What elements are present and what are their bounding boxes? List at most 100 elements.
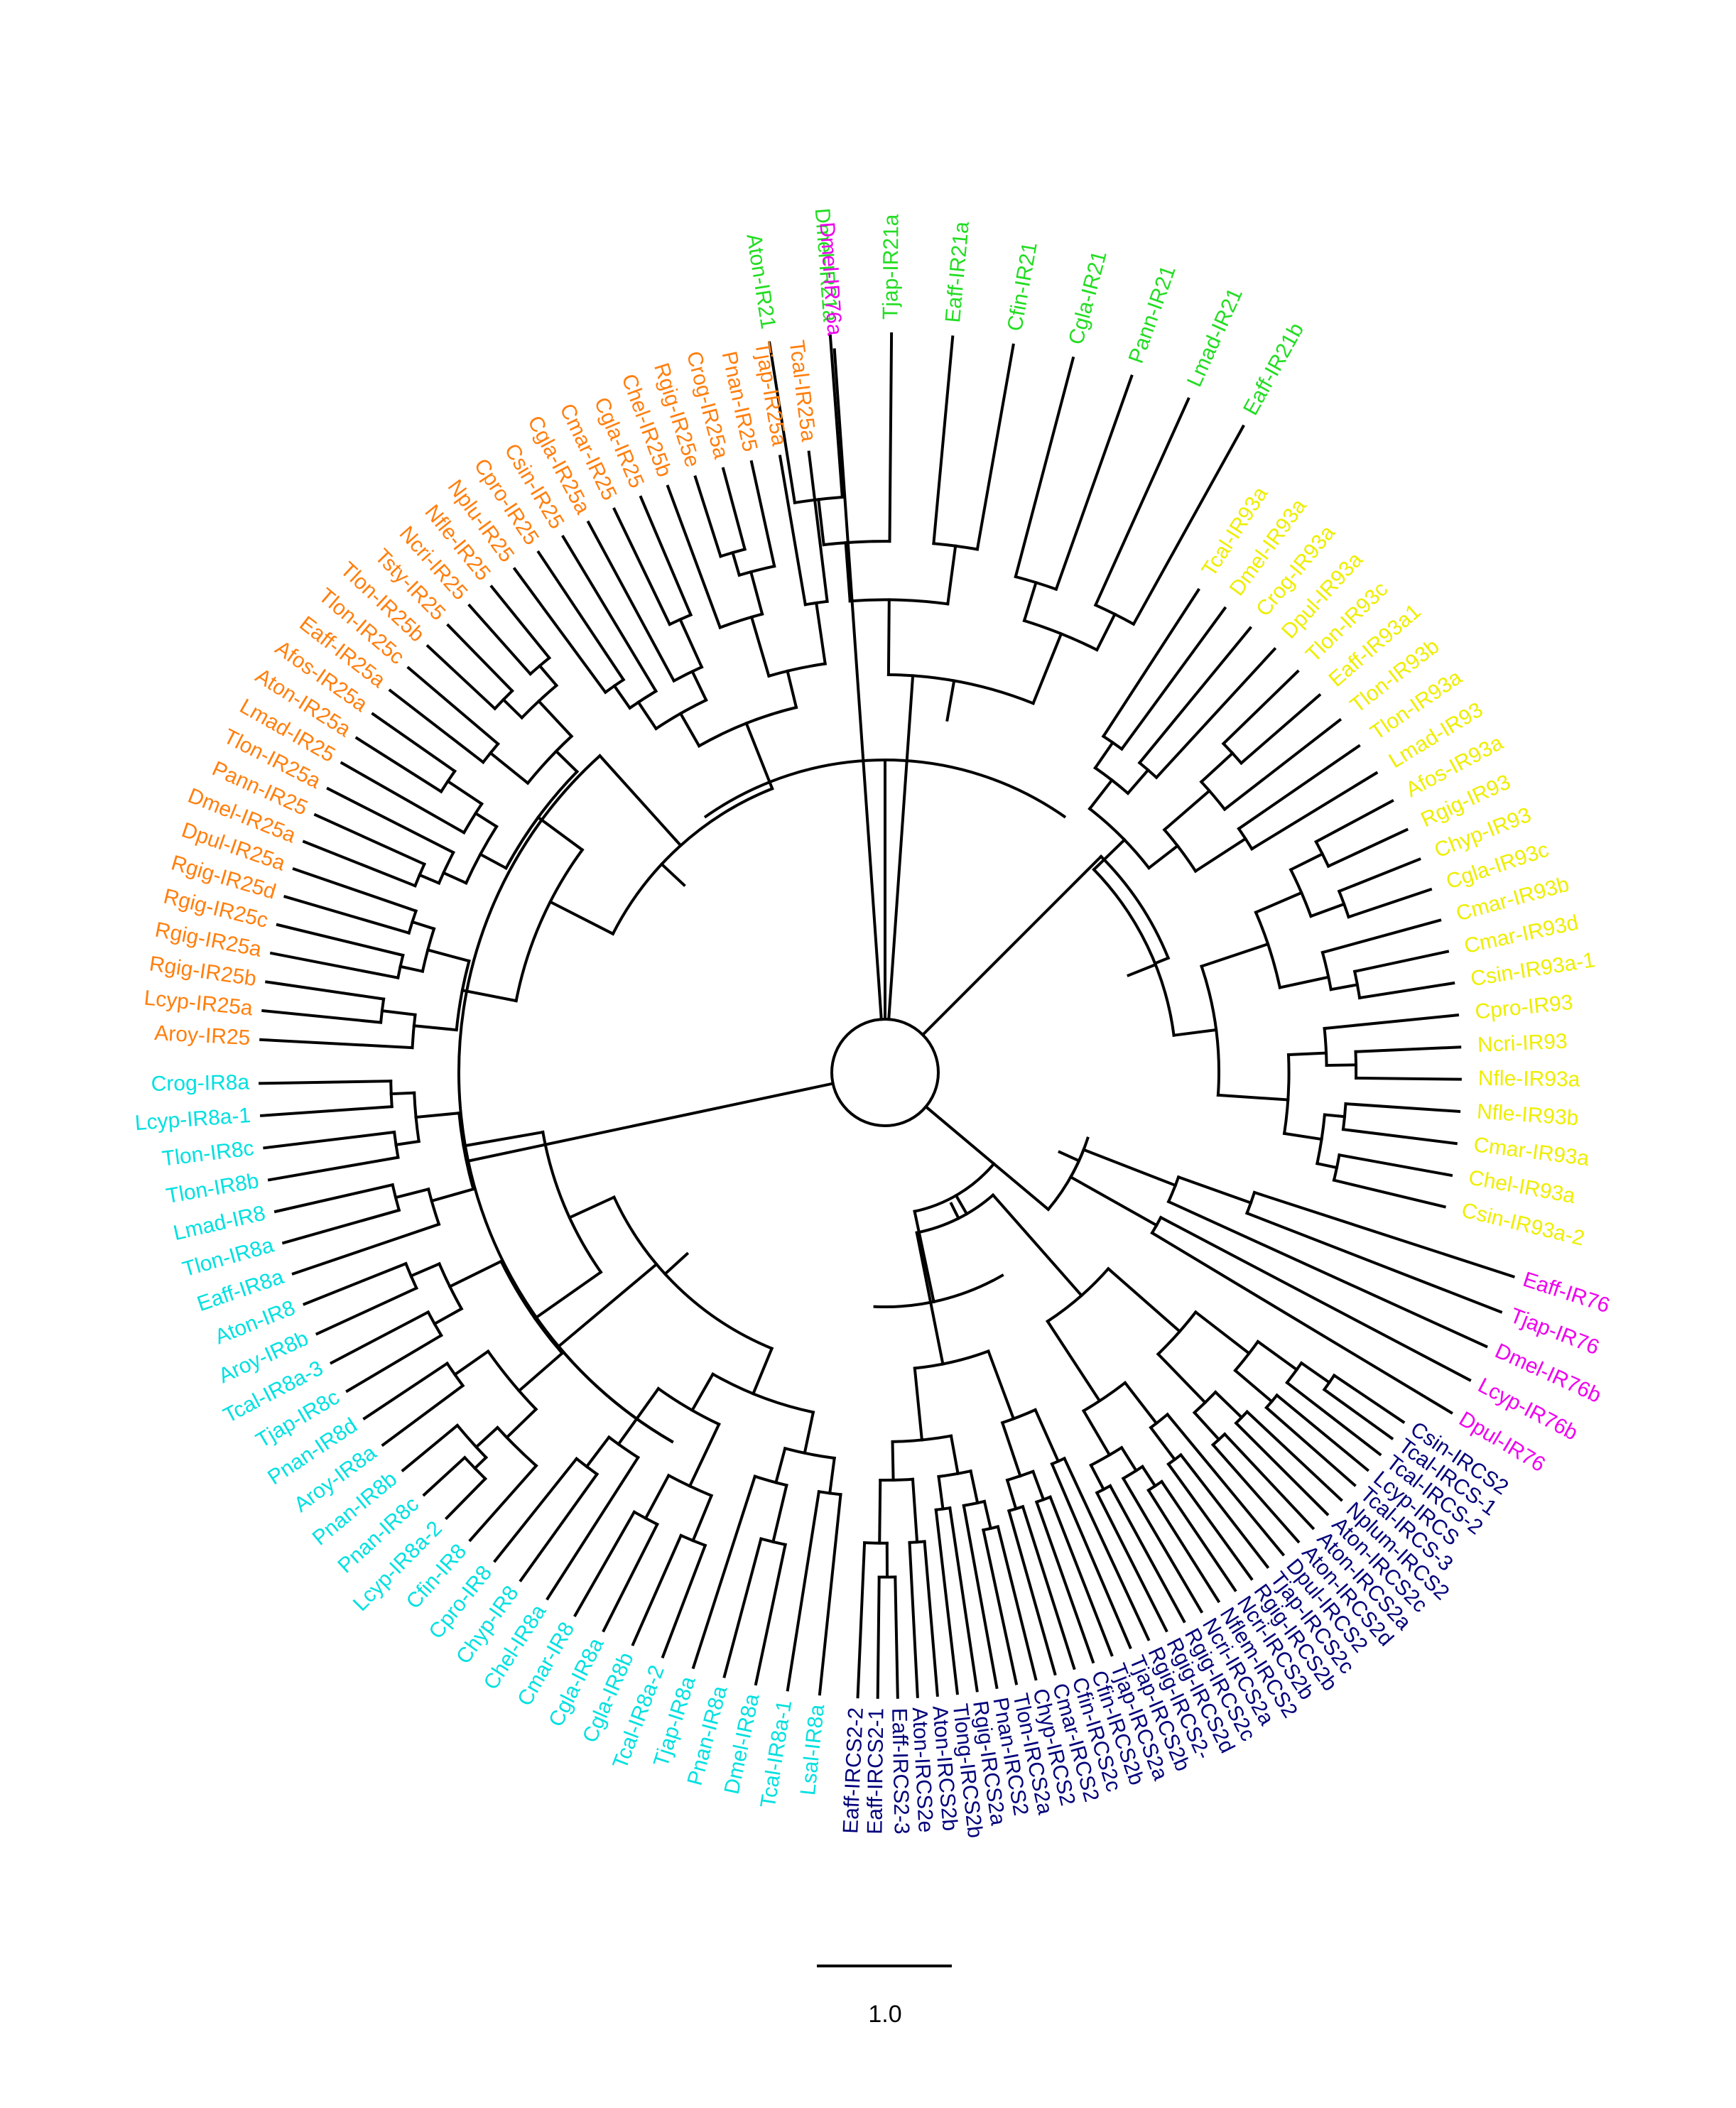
leaf-label: Chel-IR93a [1467,1166,1578,1208]
tree-branch [749,570,764,616]
tree-branch [844,540,852,603]
tree-branch [873,1273,1004,1309]
tree-branch [1046,1136,1090,1212]
tree-branch [259,1038,414,1050]
tree-branch [292,866,418,913]
tree-branch [1014,356,1075,579]
leaf-label: Lmad-IR21 [1183,285,1247,391]
tree-branch [1162,788,1212,832]
tree-branch [389,1091,416,1096]
tree-branch [481,741,500,765]
tree-branch [945,679,956,722]
tree-branch [499,1259,565,1356]
tree-branch [488,751,530,786]
tree-branch [457,1112,475,1191]
tree-branch [688,1422,721,1489]
tree-branch [828,1456,836,1495]
tree-branch [1089,1463,1106,1492]
tree-branch [526,734,574,786]
tree-branch [1022,619,1099,652]
tree-branch [1054,374,1134,592]
tree-branch [1048,1495,1114,1657]
tree-branch [1216,1093,1290,1102]
tree-branch [891,1440,895,1482]
tree-branch [556,1262,659,1349]
tree-branch [1119,1445,1139,1473]
tree-branch [425,948,471,963]
tree-branch [472,1455,489,1471]
tree-branch [597,754,678,842]
tree-branch [949,1202,961,1221]
tree-branch [1289,852,1325,872]
tree-branch [1252,1190,1516,1278]
tree-branch [969,1469,980,1505]
tree-branch [751,1346,774,1396]
tree-branch [1092,867,1176,1037]
tree-branch [1193,1310,1252,1356]
tree-branch [1314,840,1330,869]
tree-branch [519,1472,600,1582]
tree-branch [267,1156,400,1182]
tree-branch [913,1161,997,1213]
tree-branch [1233,1368,1274,1404]
tree-branch [822,540,891,547]
leaf-label: Pann-IR21 [1124,263,1181,366]
tree-branch [1119,606,1227,751]
tree-branch [1146,844,1180,870]
tree-branch [1278,975,1330,989]
tree-branch [1234,1420,1330,1516]
tree-branch [1249,771,1379,851]
tree-branch [398,965,425,973]
tree-branch [666,484,722,630]
leaf-label: Eaff-IR76 [1520,1268,1612,1318]
tree-branch [783,1446,836,1460]
tree-branch [962,1504,999,1690]
tree-branch [493,1456,579,1563]
scale-bar: 1.0 [817,1965,952,2028]
tree-branch [1344,1102,1461,1114]
tree-branch [586,520,676,683]
tree-branch [697,705,798,749]
tree-branch [1087,778,1114,811]
tree-branch [263,1130,396,1150]
tree-branch [1237,827,1254,851]
tree-branch [394,1139,421,1147]
tree-branch [1159,1215,1472,1382]
tree-branch [876,1575,881,1699]
tree-branch [663,1251,690,1276]
tree-branch [913,1210,935,1304]
tree-branch [771,1483,788,1544]
tree-branch [1146,1488,1221,1604]
tree-branch [354,736,443,794]
tree-branch [1106,1266,1182,1334]
tree-branch [636,700,658,731]
tree-branch [937,1469,972,1479]
tree-branch [389,1080,394,1109]
tree-branch [585,1435,612,1469]
tree-branch [1254,910,1282,989]
tree-branch [561,534,658,693]
tree-branch [466,1082,835,1163]
tree-branch [932,335,955,545]
tree-branch [1121,1476,1204,1614]
tree-branch [1068,1175,1159,1227]
tree-branch [541,1130,603,1274]
tree-branch [737,564,776,577]
tree-branch [447,1259,504,1289]
leaf-label: Cfin-IR21 [1003,240,1042,333]
leaf-label: Lcyp-IR25a [143,986,254,1020]
tree-branch [992,1161,1051,1212]
tree-branch [982,1528,1019,1685]
tree-branch [504,1407,538,1440]
leaf-label: Eaff-IRCS2-3 [887,1707,913,1834]
tree-branch [452,1349,490,1377]
tree-branch [1200,964,1220,1097]
tree-branch [473,811,499,829]
leaf-label: Aroy-IR25 [154,1021,251,1050]
tree-branch [982,1525,1000,1532]
tree-branch [749,615,771,678]
tree-branch [671,665,704,683]
tree-branch [803,1411,815,1455]
tree-branch [1153,956,1171,966]
tree-branch [516,1351,565,1393]
